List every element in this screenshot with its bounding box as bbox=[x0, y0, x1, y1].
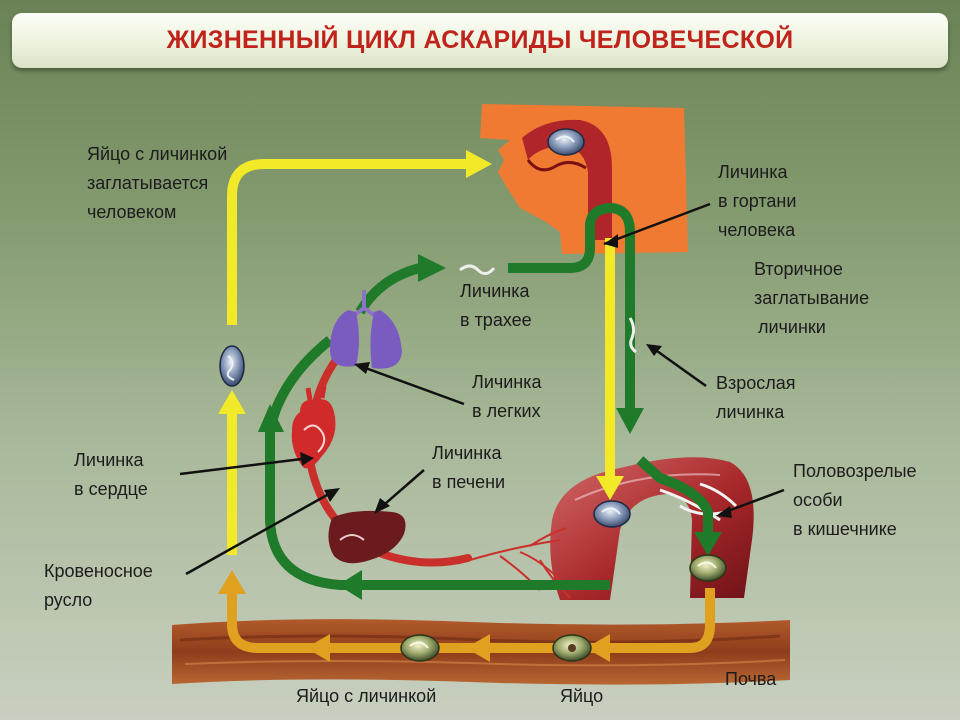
label-egg: Яйцо bbox=[560, 686, 604, 706]
label-soil: Почва bbox=[725, 669, 777, 689]
label-line: в печени bbox=[432, 472, 506, 492]
label-larva-heart: Личинка в сердце bbox=[74, 446, 148, 504]
label-line: Яйцо с личинкой bbox=[87, 144, 228, 164]
mesenteric-vessels bbox=[469, 527, 571, 599]
label-line: Личинка bbox=[74, 450, 144, 470]
egg-icon bbox=[547, 128, 585, 156]
label-line: Кровеносное bbox=[44, 561, 153, 581]
label-line: в гортани bbox=[718, 191, 797, 211]
lungs-icon bbox=[330, 290, 402, 369]
egg-icon bbox=[593, 500, 631, 528]
egg-icon bbox=[689, 554, 727, 582]
label-larva-larynx: Личинка в гортани человека bbox=[718, 158, 796, 245]
label-line: в сердце bbox=[74, 479, 148, 499]
yellow-arrows bbox=[218, 150, 624, 555]
egg-icon bbox=[552, 634, 592, 662]
label-line: человеком bbox=[87, 202, 177, 222]
label-line: Половозрелые bbox=[793, 461, 917, 481]
label-larva-trachea: Личинка в трахее bbox=[460, 277, 532, 335]
label-bloodstream: Кровеносное русло bbox=[44, 557, 153, 615]
label-line: личинка bbox=[716, 402, 785, 422]
label-line: в трахее bbox=[460, 310, 532, 330]
egg-icon bbox=[219, 345, 245, 387]
soil-arrows bbox=[218, 570, 715, 662]
label-line: Личинка bbox=[432, 443, 502, 463]
pointer-lines bbox=[179, 202, 785, 576]
label-mature-intestine: Половозрелые особи в кишечнике bbox=[793, 457, 917, 544]
label-line: Личинка bbox=[472, 372, 542, 392]
label-line: заглатывается bbox=[87, 173, 209, 193]
label-secondary-swallow: Вторичное заглатывание личинки bbox=[754, 255, 869, 342]
page-title: ЖИЗНЕННЫЙ ЦИКЛ АСКАРИДЫ ЧЕЛОВЕЧЕСКОЙ bbox=[166, 26, 794, 54]
label-line: в легких bbox=[472, 401, 541, 421]
larva-icon bbox=[628, 317, 637, 354]
heart-icon bbox=[291, 385, 336, 469]
liver-icon bbox=[328, 510, 406, 564]
intestine-icon bbox=[550, 457, 754, 600]
label-egg-swallowed: Яйцо с личинкой заглатывается человеком bbox=[87, 140, 227, 227]
label-line: Вторичное bbox=[754, 259, 843, 279]
label-line: человека bbox=[718, 220, 796, 240]
green-arrows bbox=[258, 202, 722, 600]
label-egg-with-larva: Яйцо с личинкой bbox=[296, 686, 437, 706]
label-line: особи bbox=[793, 490, 843, 510]
label-larva-liver: Личинка в печени bbox=[432, 439, 505, 497]
title-bar: ЖИЗНЕННЫЙ ЦИКЛ АСКАРИДЫ ЧЕЛОВЕЧЕСКОЙ bbox=[12, 13, 948, 68]
label-line: в кишечнике bbox=[793, 519, 897, 539]
mouth-throat-icon bbox=[480, 104, 688, 254]
label-line: Взрослая bbox=[716, 373, 796, 393]
label-line: русло bbox=[44, 590, 93, 610]
label-line: заглатывание bbox=[754, 288, 870, 308]
label-larva-lungs: Личинка в легких bbox=[472, 368, 542, 426]
label-line: Личинка bbox=[718, 162, 788, 182]
blood-vessel-path bbox=[305, 346, 472, 567]
label-line: Личинка bbox=[460, 281, 530, 301]
egg-icon bbox=[400, 634, 440, 662]
label-line: личинки bbox=[758, 317, 826, 337]
label-adult-larva: Взрослая личинка bbox=[716, 369, 796, 427]
larva-icon bbox=[459, 264, 496, 275]
